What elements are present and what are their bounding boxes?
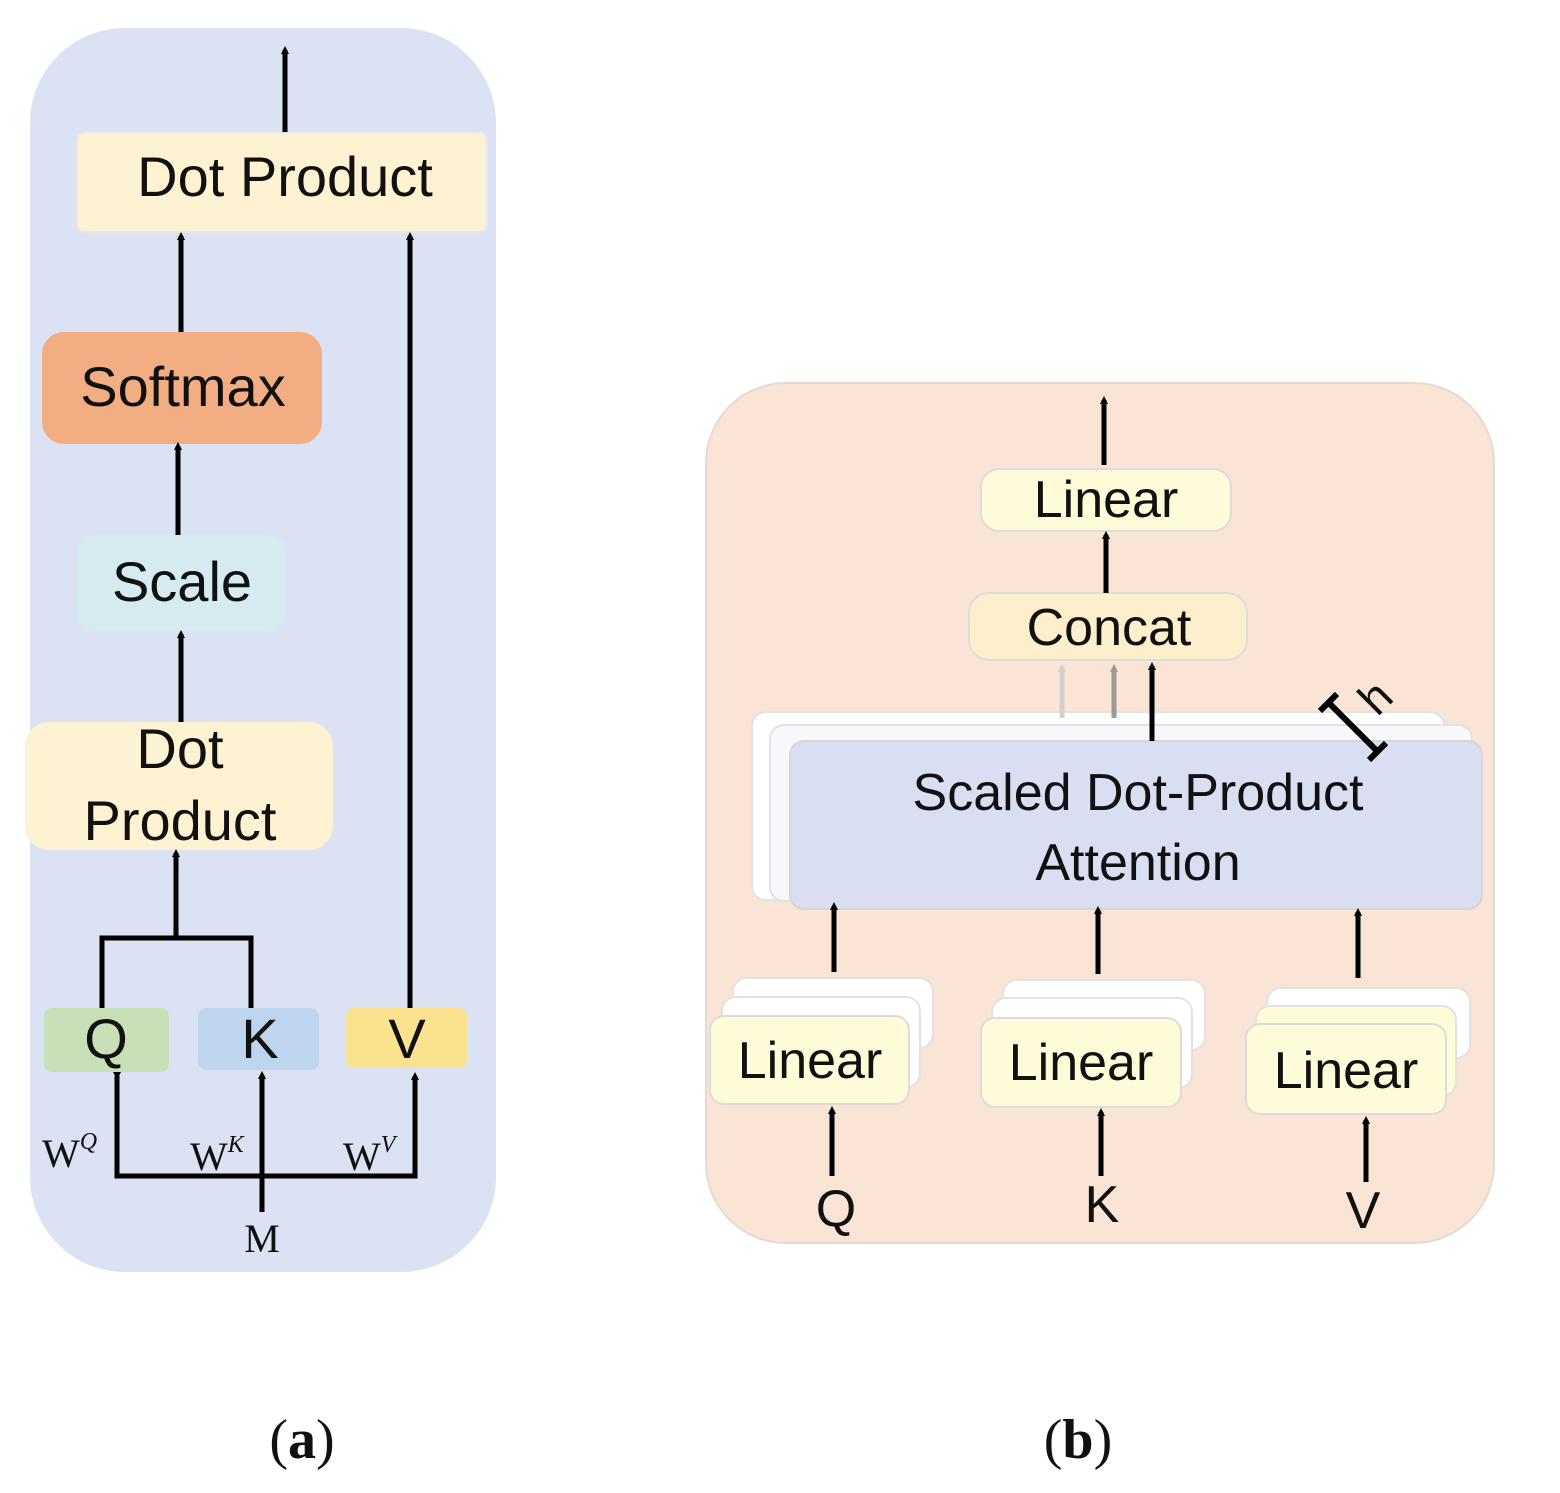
v-box <box>346 1008 467 1068</box>
v-input-label: V <box>1346 1182 1381 1240</box>
linear-q-label: Linear <box>738 1032 883 1090</box>
scale-label: Scale <box>112 550 252 613</box>
concat-label: Concat <box>1027 599 1192 657</box>
attention-box <box>789 740 1483 910</box>
q-box <box>44 1008 169 1072</box>
softmax-label: Softmax <box>80 355 285 418</box>
linear-k-label: Linear <box>1009 1034 1154 1092</box>
caption-b: (b) <box>1044 1409 1112 1471</box>
caption-a: (a) <box>269 1409 334 1471</box>
wk-label: WK <box>190 1132 246 1179</box>
dot-product-lower-box <box>25 722 333 850</box>
k-label: K <box>241 1007 278 1070</box>
dot-product-top-label: Dot Product <box>137 145 433 208</box>
m-label: M <box>244 1216 280 1261</box>
panel-b: Linear Concat Scaled Dot-Product Attenti… <box>705 382 1495 1471</box>
k-input-label: K <box>1085 1176 1120 1234</box>
linear-v-label: Linear <box>1274 1042 1419 1100</box>
attention-label-line1: Scaled Dot-Product <box>913 764 1364 822</box>
softmax-box <box>42 332 322 444</box>
dot-product-lower-label-line2: Product <box>84 789 277 852</box>
q-input-label: Q <box>816 1180 856 1238</box>
v-label: V <box>388 1007 426 1070</box>
dot-product-lower-label-line1: Dot <box>136 717 224 780</box>
m-branch-line <box>113 1072 419 1179</box>
attention-label-line2: Attention <box>1035 834 1240 892</box>
k-box <box>198 1008 319 1070</box>
linear-v-box <box>1245 1023 1447 1115</box>
linear-q-box <box>709 1015 910 1105</box>
scale-box <box>78 535 285 631</box>
linear-k-box <box>980 1017 1182 1108</box>
linear-top-label: Linear <box>1034 471 1179 529</box>
panel-a: Dot Product Softmax Scale Dot Product Q … <box>25 28 496 1471</box>
heads-bracket-icon <box>1317 691 1389 763</box>
wv-label: WV <box>343 1132 398 1179</box>
dot-product-top-box <box>76 131 488 233</box>
q-label: Q <box>84 1007 128 1070</box>
wq-label: WQ <box>42 1129 97 1176</box>
